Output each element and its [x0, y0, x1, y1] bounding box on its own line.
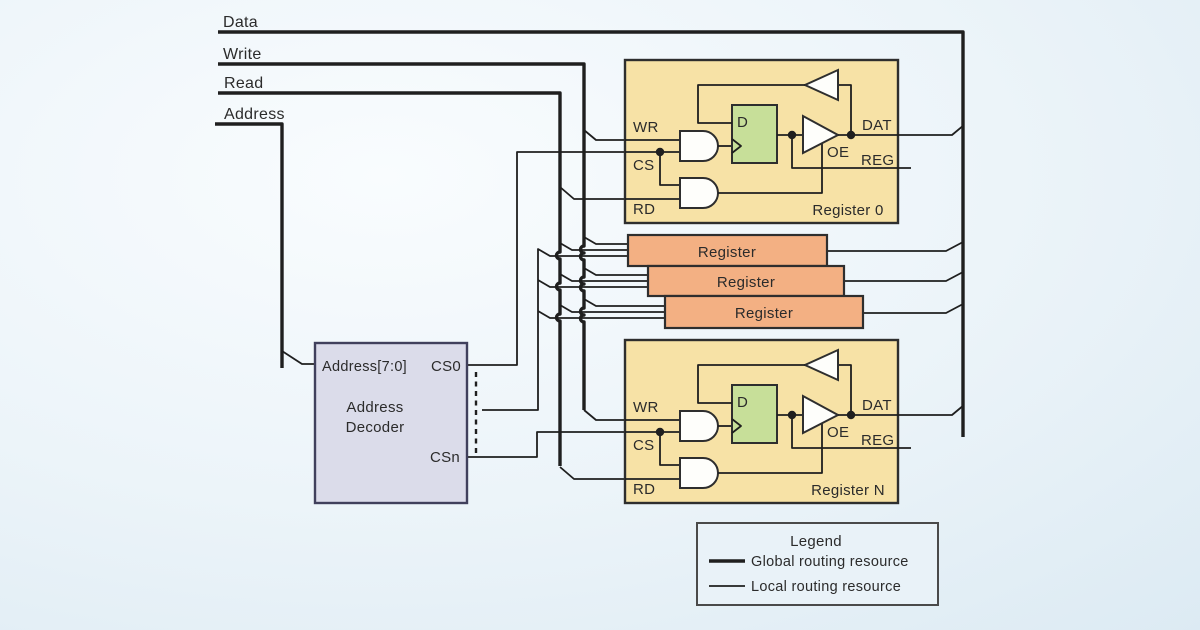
- row1-output-wire: [827, 241, 964, 252]
- regN-dat-label: DAT: [862, 397, 892, 414]
- register-row-1-label: Register: [698, 244, 756, 261]
- row3-wr-tap: [583, 298, 665, 307]
- reg0-wr-label: WR: [633, 119, 659, 136]
- register-0-labels: WR CS RD D OE DAT REG Register 0: [633, 114, 894, 219]
- decoder-title-line2: Decoder: [346, 419, 405, 436]
- row1-wr-tap: [583, 236, 628, 245]
- cs0-wire: [467, 151, 625, 366]
- rdN-tap-wire: [559, 466, 625, 480]
- read-bus-label: Read: [224, 75, 263, 92]
- address-decoder-block: Address[7:0] CS0 Address Decoder CSn: [313, 341, 469, 505]
- wrN-tap-wire: [583, 409, 625, 421]
- regN-wr-label: WR: [633, 399, 659, 416]
- regN-cs-label: CS: [633, 437, 654, 454]
- register-row-3-label: Register: [735, 305, 793, 322]
- data-bus-line: [218, 30, 965, 437]
- write-bus-label: Write: [223, 46, 262, 63]
- reg0-oe-label: OE: [827, 144, 849, 161]
- legend-frame: [696, 522, 939, 606]
- row3-output-wire: [863, 303, 964, 314]
- register-0-block: [623, 58, 966, 225]
- row1-rd-tap: [559, 242, 628, 251]
- address-decoder-box: [313, 341, 469, 505]
- address-bus-label: Address: [224, 106, 285, 123]
- cs-mid-tap2-wire: [537, 279, 648, 288]
- cs-mid-tap3-wire: [537, 310, 665, 319]
- rd0-tap-wire: [559, 186, 625, 200]
- regN-d-label: D: [737, 394, 748, 411]
- row2-wr-tap: [583, 267, 648, 276]
- csn-wire: [467, 431, 625, 458]
- middle-register-rows: Register Register Register: [626, 233, 865, 330]
- reg0-d-label: D: [737, 114, 748, 131]
- decoder-csn-label: CSn: [430, 449, 460, 466]
- data-bus-label: Data: [223, 14, 258, 31]
- regN-rd-label: RD: [633, 481, 655, 498]
- regN-oe-label: OE: [827, 424, 849, 441]
- reg0-reg-label: REG: [861, 152, 894, 169]
- row3-rd-tap: [559, 304, 665, 313]
- register-row-3-box: [663, 294, 865, 330]
- legend-local-label: Local routing resource: [751, 579, 901, 595]
- decoder-input-label: Address[7:0]: [322, 359, 407, 375]
- row2-rd-tap: [559, 273, 648, 282]
- cs-mid-riser-wire: [482, 248, 628, 411]
- register-n-labels: WR CS RD D OE DAT REG Register N: [633, 394, 894, 499]
- row2-output-wire: [844, 271, 964, 282]
- local-routing-wires: [281, 129, 964, 480]
- wr0-tap-wire: [583, 129, 625, 141]
- legend-global-label: Global routing resource: [751, 554, 909, 570]
- register-row-1-box: [626, 233, 829, 268]
- address-tap-wire: [281, 350, 315, 365]
- legend-box: Legend Global routing resource Local rou…: [696, 522, 939, 606]
- register-n-block: [623, 338, 966, 505]
- reg0-rd-label: RD: [633, 201, 655, 218]
- regN-reg-label: REG: [861, 432, 894, 449]
- write-bus-line: [218, 62, 586, 410]
- legend-title: Legend: [790, 533, 842, 550]
- register-row-2-box: [646, 264, 846, 298]
- decoder-title-line1: Address: [346, 399, 403, 416]
- reg0-dat-label: DAT: [862, 117, 892, 134]
- global-routing-wires: [215, 30, 965, 466]
- register-row-2-label: Register: [717, 274, 775, 291]
- reg0-cs-label: CS: [633, 157, 654, 174]
- regN-title: Register N: [811, 482, 885, 499]
- address-bus-line: [215, 122, 284, 368]
- reg0-title: Register 0: [812, 202, 883, 219]
- bus-labels: Data Write Read Address: [223, 14, 285, 123]
- decoder-cs0-label: CS0: [431, 358, 461, 375]
